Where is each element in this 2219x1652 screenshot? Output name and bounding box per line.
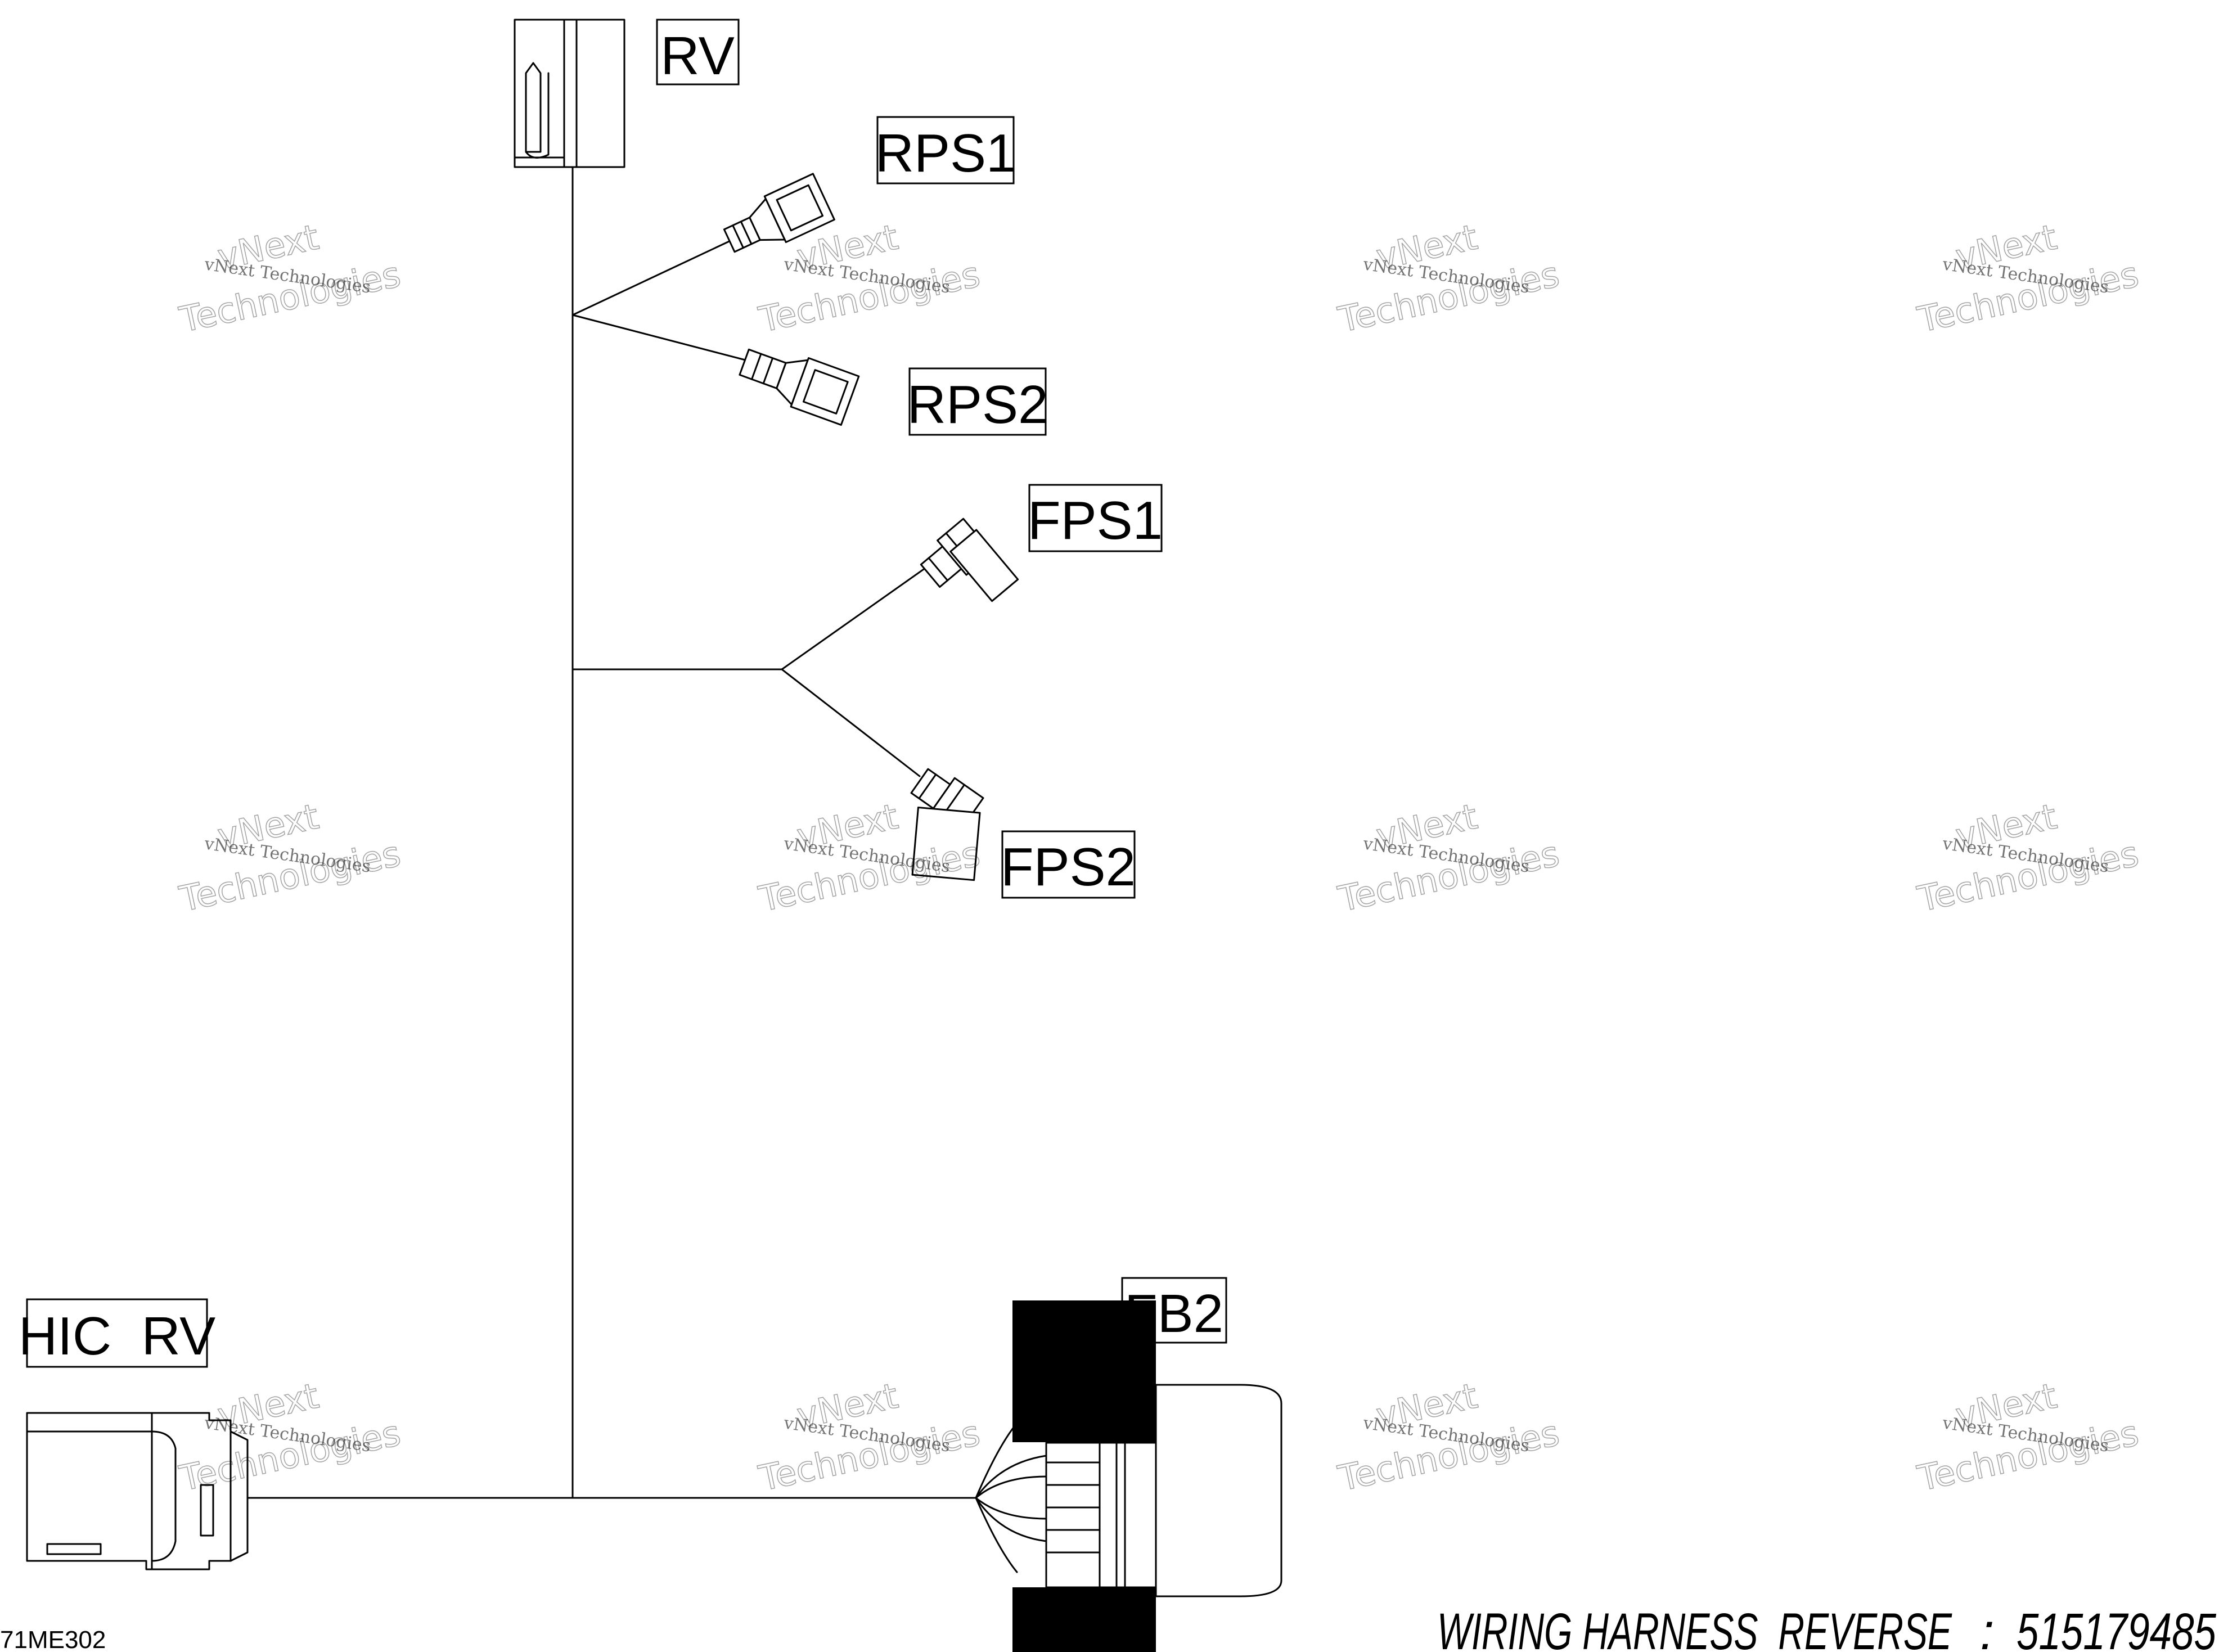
- svg-text:RPS1: RPS1: [875, 123, 1016, 183]
- svg-text:RPS2: RPS2: [907, 375, 1048, 435]
- svg-text:FPS1: FPS1: [1028, 490, 1163, 551]
- harness-wires: [246, 166, 977, 1499]
- label-fps1: FPS1: [1028, 484, 1163, 552]
- label-rv: RV: [656, 19, 740, 86]
- svg-text:HIC RV: HIC RV: [19, 1306, 215, 1366]
- footer-part-number: 515179485: [2017, 1603, 2217, 1652]
- label-hic-rv: HIC RV: [19, 1298, 215, 1368]
- footer-title: WIRING HARNESS REVERSE: [1437, 1603, 1952, 1652]
- hic-rv-connector: [26, 1412, 249, 1570]
- label-rps1: RPS1: [875, 116, 1016, 184]
- fps2-connector: [910, 768, 984, 881]
- rps1-connector: [723, 173, 835, 253]
- rv-connector: [514, 19, 625, 168]
- label-rps2: RPS2: [907, 367, 1048, 436]
- drawing-code: 71ME302: [0, 1626, 106, 1652]
- footer-separator: :: [1980, 1603, 1995, 1652]
- svg-text:FPS2: FPS2: [1001, 837, 1136, 897]
- svg-text:RV: RV: [660, 26, 735, 86]
- fps1-connector: [920, 517, 1019, 602]
- fb2-connector-block: [1012, 1300, 1156, 1442]
- rps2-connector: [739, 348, 860, 426]
- label-fps2: FPS2: [1001, 830, 1136, 899]
